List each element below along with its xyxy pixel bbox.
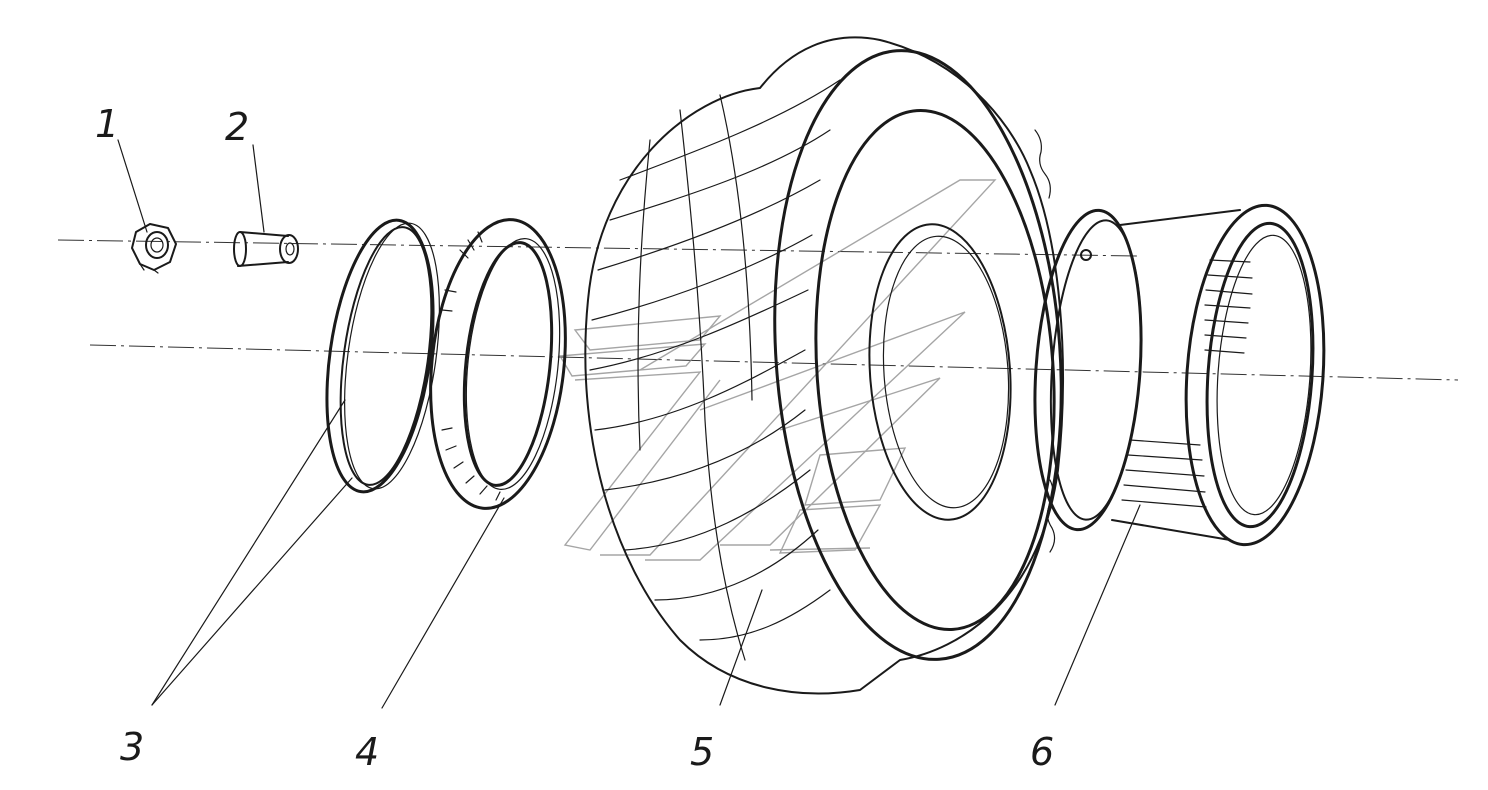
label-part-2: 2 [225,105,249,149]
sleeve-icon [233,231,299,267]
label-part-1: 1 [95,102,119,146]
part-labels: 1 2 3 4 5 6 [95,102,1054,774]
leader-lines [117,139,1141,709]
ring-pair-icon [325,218,440,494]
label-part-4: 4 [355,730,379,774]
rim-icon [1033,203,1326,547]
tire-icon [584,36,1064,695]
nut-icon [131,223,177,274]
flange-ring-icon [429,218,567,510]
label-part-6: 6 [1030,730,1054,774]
center-axis-lines [57,239,1459,381]
label-part-3: 3 [120,725,144,769]
label-part-5: 5 [690,730,714,774]
